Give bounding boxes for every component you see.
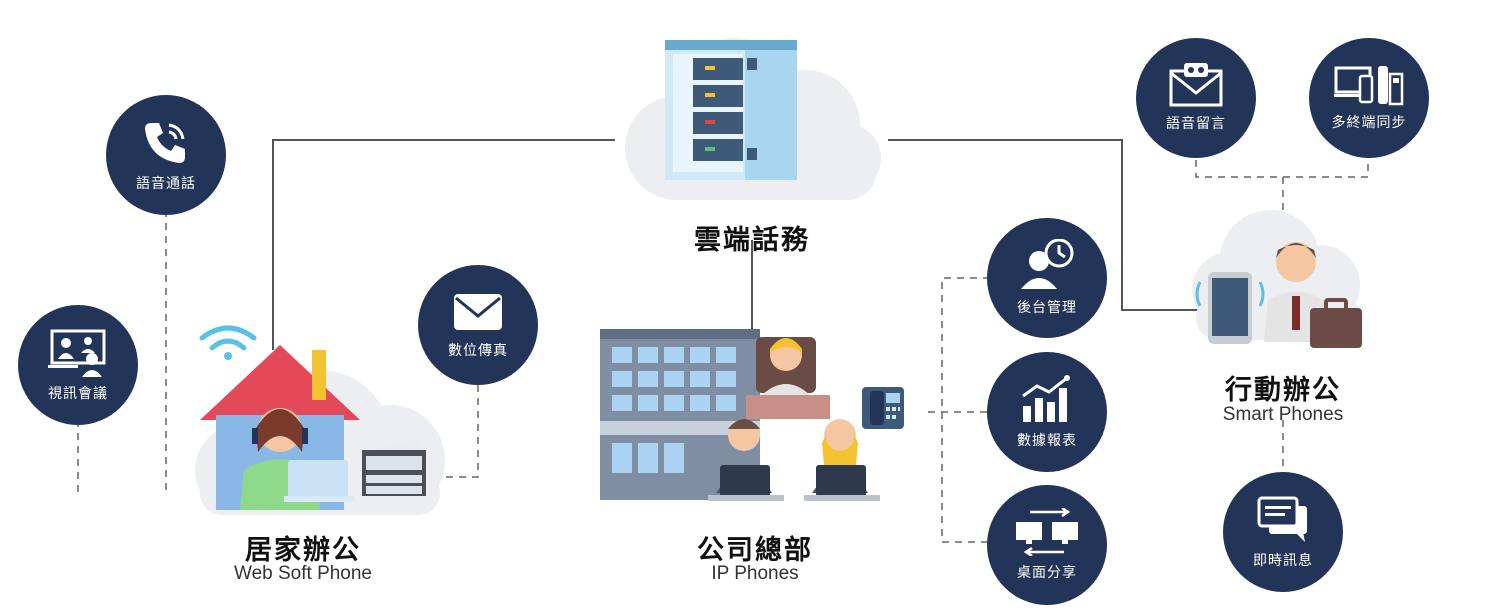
cloud-server-illustration — [625, 38, 881, 200]
voice-call-label: 語音通話 — [136, 176, 196, 192]
mobile-subtitle: Smart Phones — [1222, 404, 1344, 425]
line-cloud-to-mobile — [888, 139, 1198, 311]
hq-title: 公司總部 — [697, 535, 813, 566]
multi-device-icon — [1334, 66, 1404, 106]
headquarters-illustration — [600, 329, 904, 501]
desktop-share-label: 桌面分享 — [1017, 565, 1077, 581]
wifi-icon — [199, 325, 257, 351]
ip-phone-icon — [862, 387, 904, 429]
digital-fax-badge[interactable]: 數位傳真 — [418, 265, 538, 385]
agent-right — [804, 419, 880, 501]
voicemail-label: 語音留言 — [1166, 116, 1226, 132]
video-meeting-badge[interactable]: 視訊會議 — [18, 305, 138, 425]
smartphone-icon — [1195, 272, 1265, 344]
backend-admin-label: 後台管理 — [1017, 300, 1077, 316]
dash-backend — [941, 277, 990, 543]
voicemail-envelope-icon — [1169, 63, 1223, 107]
home-subtitle: Web Soft Phone — [233, 563, 373, 584]
fax-machine-icon — [362, 438, 426, 496]
mobile-title: 行動辦公 — [1225, 375, 1341, 406]
briefcase-icon — [1310, 298, 1362, 348]
voicemail-badge[interactable]: 語音留言 — [1136, 38, 1256, 158]
multi-device-sync-label: 多終端同步 — [1331, 115, 1407, 131]
dash-fax — [430, 385, 479, 478]
mobile-office-illustration — [1192, 210, 1362, 348]
instant-message-label: 即時訊息 — [1253, 553, 1313, 569]
phone-call-icon — [145, 123, 185, 163]
center-title: 雲端話務 — [694, 225, 810, 256]
agent-left — [708, 419, 784, 501]
manager-person — [746, 337, 830, 419]
desktop-share-badge[interactable]: 桌面分享 — [987, 485, 1107, 605]
home-office-illustration — [195, 325, 445, 515]
data-reports-badge[interactable]: 數據報表 — [987, 352, 1107, 472]
line-cloud-to-home — [272, 139, 615, 350]
data-reports-label: 數據報表 — [1017, 433, 1077, 449]
chat-bubble-icon — [1257, 496, 1307, 542]
instant-message-badge[interactable]: 即時訊息 — [1223, 472, 1343, 592]
backend-admin-badge[interactable]: 後台管理 — [987, 218, 1107, 338]
multi-device-sync-badge[interactable]: 多終端同步 — [1309, 38, 1429, 158]
digital-fax-label: 數位傳真 — [448, 343, 508, 359]
desktop-share-icon — [1016, 508, 1078, 556]
server-icon — [665, 40, 797, 180]
envelope-icon — [454, 294, 502, 330]
voice-call-badge[interactable]: 語音通話 — [106, 95, 226, 215]
dash-top-right — [1195, 160, 1369, 178]
video-meeting-label: 視訊會議 — [48, 386, 108, 402]
admin-clock-icon — [1021, 239, 1074, 289]
bar-chart-icon — [1022, 375, 1070, 422]
video-conference-icon — [48, 329, 106, 377]
home-title: 居家辦公 — [245, 535, 361, 566]
hq-subtitle: IP Phones — [711, 563, 799, 584]
